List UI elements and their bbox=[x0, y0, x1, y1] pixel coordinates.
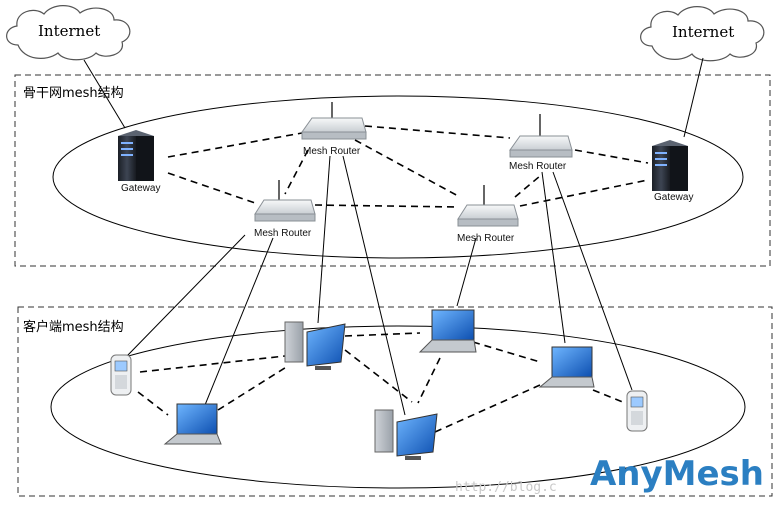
laptop-right-icon bbox=[538, 346, 595, 388]
gateway-left-label: Gateway bbox=[121, 183, 161, 194]
router-top-right-label: Mesh Router bbox=[509, 161, 567, 172]
backbone-dashed-links bbox=[167, 125, 649, 208]
client-zone-title: 客户端mesh结构 bbox=[23, 320, 124, 335]
desktop-center-left-icon bbox=[284, 321, 346, 370]
cloud-right-icon bbox=[640, 6, 765, 62]
router-top-right-icon bbox=[509, 114, 573, 158]
laptop-center-icon bbox=[418, 309, 477, 353]
anymesh-logo: AnyMesh bbox=[589, 454, 764, 494]
router-mid-left-icon bbox=[254, 180, 316, 222]
router-mid-right-icon bbox=[457, 185, 519, 227]
backbone-ellipse bbox=[52, 95, 744, 259]
client-dashed-links bbox=[137, 332, 626, 433]
phone-right-icon bbox=[626, 390, 648, 432]
backbone-zone-title: 骨干网mesh结构 bbox=[23, 86, 124, 101]
gateway-right-icon bbox=[652, 140, 688, 191]
cloud-right-label: Internet bbox=[672, 23, 735, 41]
cloud-left-label: Internet bbox=[38, 22, 101, 40]
router-top-icon bbox=[301, 102, 367, 140]
link-internet-gateway-left bbox=[83, 59, 126, 129]
gateway-right-label: Gateway bbox=[654, 192, 694, 203]
client-zone-box bbox=[17, 306, 773, 497]
phone-left-icon bbox=[110, 354, 132, 396]
router-mid-right-label: Mesh Router bbox=[457, 233, 515, 244]
backbone-zone-box bbox=[14, 74, 771, 267]
link-internet-gateway-right bbox=[683, 57, 704, 138]
router-top-label: Mesh Router bbox=[303, 146, 361, 157]
gateway-left-icon bbox=[118, 130, 154, 181]
router-client-links bbox=[125, 155, 633, 416]
client-ellipse bbox=[50, 325, 746, 489]
router-mid-left-label: Mesh Router bbox=[254, 228, 312, 239]
desktop-bottom-center-icon bbox=[374, 409, 438, 460]
cloud-left-icon bbox=[6, 5, 131, 61]
laptop-bottom-left-icon bbox=[163, 403, 222, 445]
watermark-text: http://blog.c bbox=[455, 480, 557, 495]
